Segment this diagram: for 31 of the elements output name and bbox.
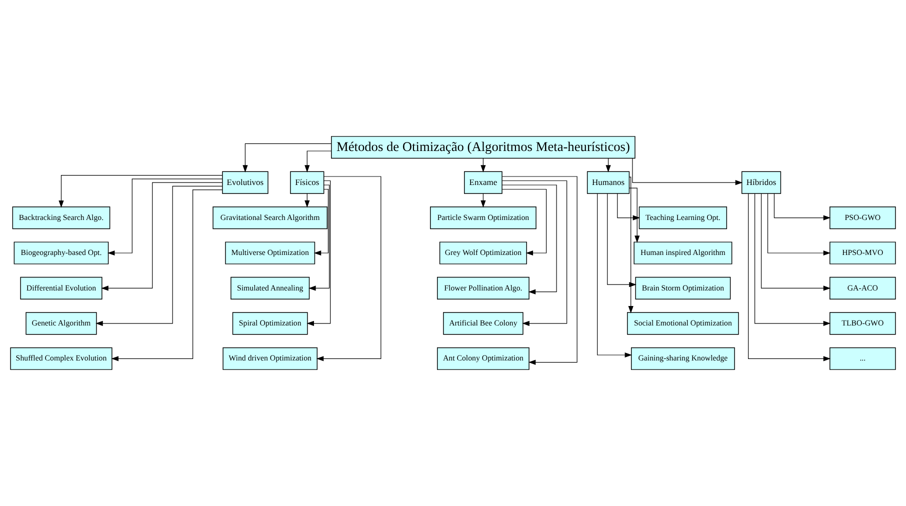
node-box: Híbridos <box>741 171 782 194</box>
arrow <box>502 184 557 294</box>
arrow <box>101 182 223 291</box>
arrow <box>502 180 568 326</box>
arrow <box>774 193 831 220</box>
arrow <box>502 176 578 365</box>
arrow <box>316 176 382 362</box>
arrow <box>617 193 640 220</box>
arrow <box>242 143 332 172</box>
arrow <box>314 188 329 256</box>
node-box: Enxame <box>464 171 502 194</box>
node-box: Evolutivos <box>222 171 268 194</box>
arrow <box>632 158 743 186</box>
arrow <box>304 150 332 172</box>
arrow <box>754 193 831 326</box>
arrow <box>96 186 223 326</box>
arrow <box>107 178 223 256</box>
arrow <box>748 193 831 362</box>
arrow <box>597 193 632 358</box>
arrow <box>628 188 640 243</box>
node-box: Métodos de Otimização (Algoritmos Meta-heurísticos) <box>331 136 636 159</box>
arrow <box>308 184 330 291</box>
arrow <box>607 193 636 288</box>
node-box: Humanos <box>586 171 630 194</box>
arrow <box>767 193 831 256</box>
arrow <box>58 174 223 208</box>
node-box: Físicos <box>290 171 324 194</box>
arrow <box>111 190 223 362</box>
arrow <box>628 176 634 314</box>
arrow <box>502 188 547 256</box>
arrow <box>760 193 831 291</box>
